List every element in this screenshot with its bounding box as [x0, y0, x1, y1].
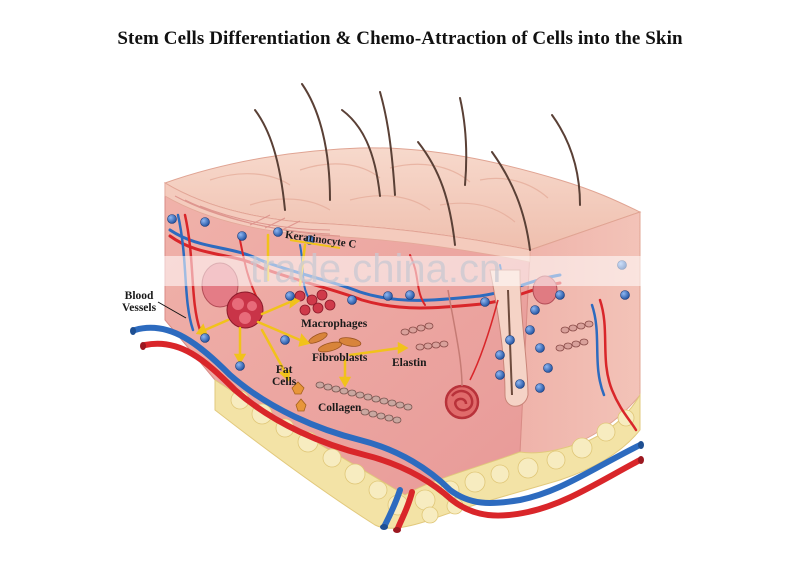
label-blood-vessels: Blood Vessels — [122, 290, 156, 314]
label-elastin: Elastin — [392, 357, 427, 369]
label-macrophages: Macrophages — [301, 318, 367, 330]
watermark-text: trade.china.cn — [250, 247, 501, 292]
label-collagen: Collagen — [318, 402, 361, 414]
label-blood-vessels-line1: Blood — [122, 290, 156, 302]
label-fat-cells-line1: Fat — [272, 364, 296, 376]
label-fat-cells: Fat Cells — [272, 364, 296, 388]
label-fibroblasts: Fibroblasts — [312, 352, 367, 364]
label-fat-cells-line2: Cells — [272, 376, 296, 388]
label-blood-vessels-line2: Vessels — [122, 302, 156, 314]
